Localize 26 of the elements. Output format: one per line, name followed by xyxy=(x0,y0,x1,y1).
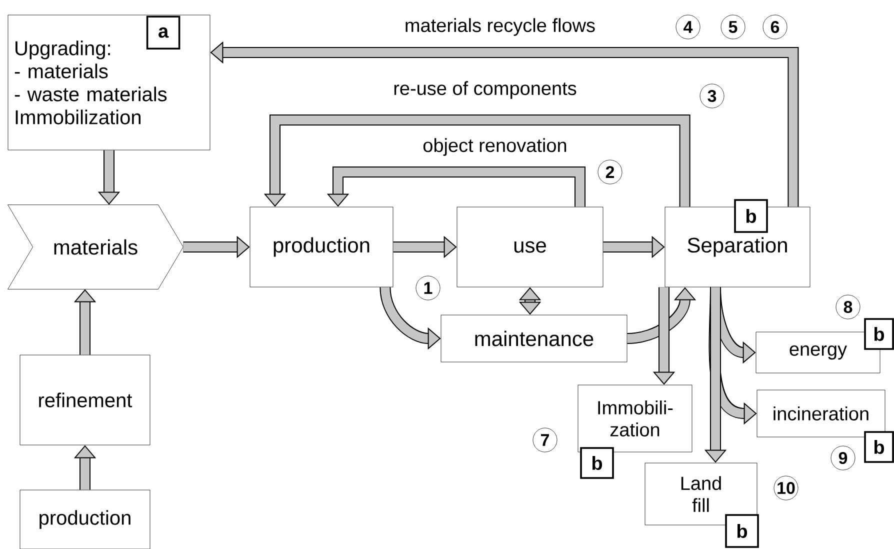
callout-number: 3 xyxy=(700,84,724,108)
callout-number: 5 xyxy=(720,14,746,40)
callout-number: 6 xyxy=(762,14,788,40)
process-box: maintenance xyxy=(440,314,628,362)
callout-number: 2 xyxy=(598,160,622,184)
process-box: production xyxy=(250,206,394,288)
edge-label: object renovation xyxy=(422,137,568,157)
process-box: production xyxy=(20,490,150,549)
callout-number: 7 xyxy=(532,428,558,452)
letter-tag: b xyxy=(725,514,759,548)
callout-number: 9 xyxy=(830,446,856,470)
letter-tag: b xyxy=(580,447,614,479)
process-box: refinement xyxy=(20,354,150,446)
process-box: incineration xyxy=(756,390,886,438)
process-box: use xyxy=(456,206,604,288)
callout-number: 10 xyxy=(774,476,798,500)
letter-tag: b xyxy=(734,199,768,233)
edge-label: re-use of components xyxy=(392,80,578,100)
callout-number: 8 xyxy=(836,294,860,320)
letter-tag: b xyxy=(864,431,894,463)
callout-number: 1 xyxy=(416,276,440,300)
edge-label: materials recycle flows xyxy=(403,17,597,37)
letter-tag: b xyxy=(864,318,894,350)
letter-tag: a xyxy=(146,16,180,50)
callout-number: 4 xyxy=(676,14,700,40)
block-arrow xyxy=(518,287,542,315)
